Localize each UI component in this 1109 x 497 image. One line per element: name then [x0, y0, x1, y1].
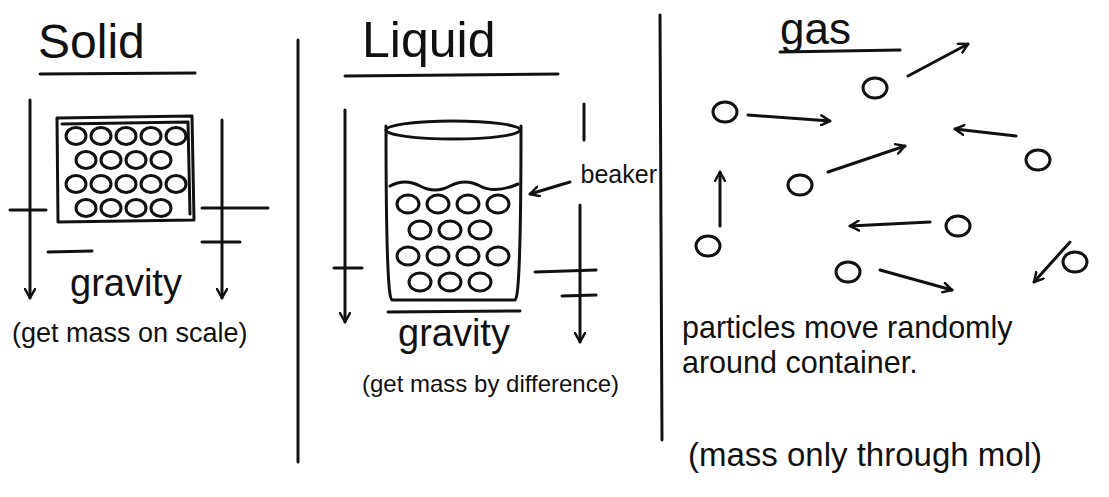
heading-underline — [345, 74, 558, 76]
tick — [202, 207, 268, 210]
solid-particle — [166, 128, 186, 145]
solid-particle — [91, 128, 111, 145]
liquid-particle — [427, 247, 449, 265]
solid-particle — [166, 176, 186, 193]
note: particles move randomly around container… — [682, 310, 1102, 380]
motion-arrow — [850, 222, 930, 226]
liquid-particle — [487, 195, 509, 213]
gas-particle — [946, 216, 970, 236]
gravity-arrow — [579, 205, 582, 342]
solid-particle — [126, 200, 146, 217]
gas-particle — [863, 78, 887, 98]
tick — [334, 267, 362, 270]
gas-particle — [713, 102, 737, 122]
motion-arrow — [908, 44, 968, 76]
gas-particle — [1026, 150, 1050, 170]
note: (get mass by difference) — [362, 370, 619, 398]
motion-arrow — [828, 146, 905, 172]
motion-arrow — [1034, 242, 1070, 282]
liquid-surface — [390, 182, 518, 190]
column-divider — [660, 15, 662, 440]
solid-particle — [141, 128, 161, 145]
liquid-particle — [469, 273, 491, 291]
beaker — [386, 126, 521, 300]
solid-particle — [66, 128, 86, 145]
solid-particle — [91, 176, 111, 193]
solid-block — [57, 116, 194, 222]
heading-underline — [40, 73, 195, 74]
solid-particle — [101, 152, 121, 169]
liquid-particle — [487, 247, 509, 265]
motion-arrow — [719, 172, 722, 226]
solid-particle — [126, 152, 146, 169]
tick — [10, 209, 46, 212]
note: (get mass on scale) — [12, 318, 248, 349]
column-heading: gas — [780, 4, 851, 55]
solid-particle — [76, 200, 96, 217]
liquid-particle — [439, 273, 461, 291]
note: gravity — [398, 312, 510, 356]
solid-particle — [101, 200, 121, 217]
base-line — [388, 311, 520, 312]
motion-arrow — [748, 115, 830, 121]
liquid-particle — [397, 195, 419, 213]
solid-particle — [76, 152, 96, 169]
callout-label: beaker — [581, 160, 657, 189]
solid-particle — [141, 176, 161, 193]
liquid-particle — [409, 273, 431, 291]
liquid-particle — [409, 221, 431, 239]
solid-particle — [116, 176, 136, 193]
gas-particle — [788, 175, 812, 195]
motion-arrow — [880, 270, 952, 290]
base-line — [48, 251, 92, 252]
liquid-particle — [439, 221, 461, 239]
column-heading: Liquid — [362, 12, 495, 70]
liquid-particle — [397, 247, 419, 265]
motion-arrow — [955, 129, 1016, 136]
gravity-arrow — [29, 100, 32, 298]
liquid-particle — [469, 221, 491, 239]
liquid-particle — [427, 195, 449, 213]
column-divider — [297, 40, 300, 462]
gravity-arrow — [344, 110, 347, 322]
gas-particle — [696, 236, 720, 256]
tick — [583, 104, 586, 140]
solid-particle — [151, 152, 171, 169]
column-heading: Solid — [38, 14, 145, 69]
leader-line — [530, 182, 570, 194]
liquid-particle — [457, 195, 479, 213]
beaker-rim — [386, 121, 520, 139]
tick — [562, 295, 596, 296]
tick — [202, 241, 240, 244]
solid-particle — [66, 176, 86, 193]
tick — [535, 270, 596, 272]
solid-particle — [151, 200, 171, 217]
gas-particle — [1063, 252, 1087, 272]
note: (mass only through mol) — [688, 436, 1042, 474]
liquid-particle — [457, 247, 479, 265]
gas-particle — [836, 262, 860, 282]
solid-particle — [116, 128, 136, 145]
note: gravity — [70, 262, 182, 306]
